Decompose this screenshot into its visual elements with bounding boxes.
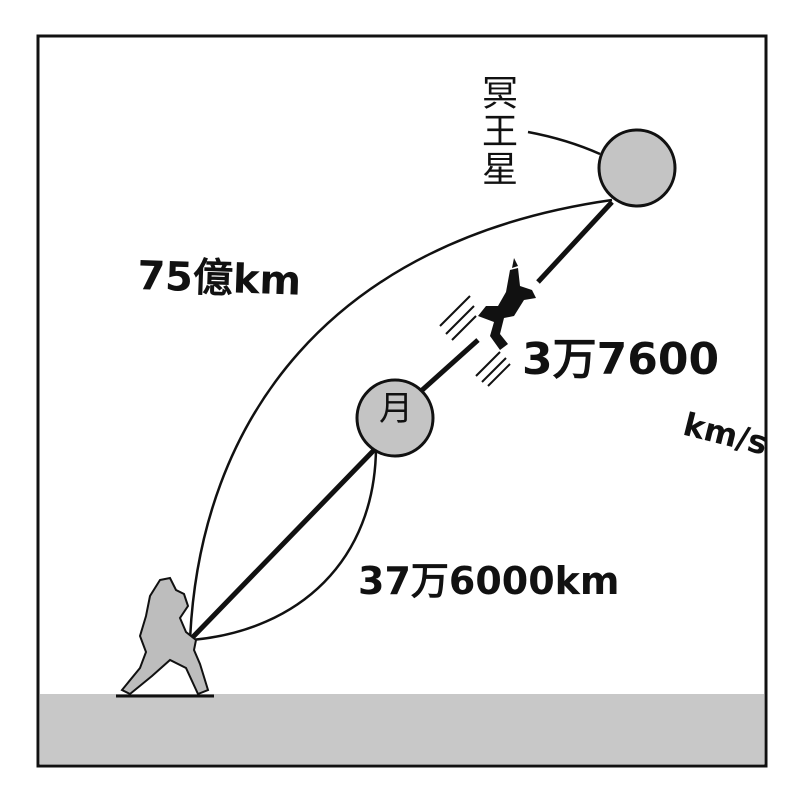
moon-distance-label: 37万6000km (358, 559, 620, 603)
moon-label: 月 (379, 389, 413, 429)
pluto-distance-label: 75億km (136, 253, 302, 305)
ground (40, 694, 764, 764)
trajectory-line-lower (188, 446, 378, 642)
speed-value-label: 3万7600 (522, 334, 720, 385)
speed-lines (439, 295, 511, 387)
flying-figure (478, 258, 536, 350)
moon-distance-arc (191, 447, 378, 642)
pluto-label: 冥王星 (476, 74, 517, 188)
pluto-circle (597, 128, 677, 208)
standing-figure (116, 576, 214, 698)
pluto-leader-line (527, 130, 601, 156)
trajectory-line-middle (418, 338, 480, 394)
pluto-distance-arc (188, 198, 613, 641)
moon-circle (355, 378, 435, 458)
trajectory-line-upper (536, 200, 614, 284)
